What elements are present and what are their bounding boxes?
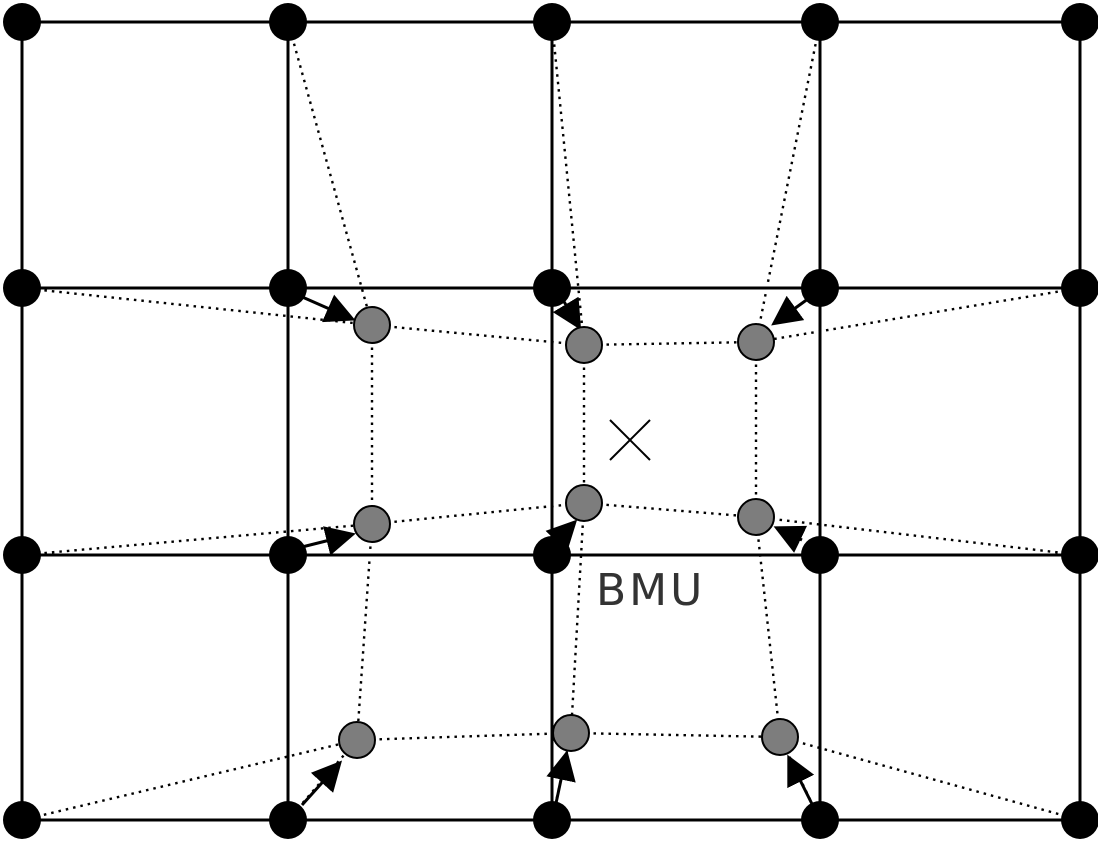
dotted-neighbor-link: [755, 286, 1081, 344]
dotted-neighbor-link: [569, 502, 586, 734]
arrow-icon: [301, 526, 356, 556]
gray-dot-icon: [761, 718, 799, 756]
dotted-neighbor-link: [21, 522, 373, 557]
arrow-icon: [300, 760, 343, 807]
gray-dot-icon: [565, 484, 603, 522]
dotted-neighbor-link: [755, 515, 1081, 557]
black-dot-icon: [1061, 269, 1098, 307]
dotted-neighbor-link: [583, 340, 757, 347]
black-dot-icon: [269, 536, 307, 574]
dotted-neighbor-link: [371, 501, 585, 526]
gray-dot-icon: [565, 326, 603, 364]
black-dot-icon: [533, 536, 571, 574]
gray-dot-icon: [353, 306, 391, 344]
dotted-neighbor-link: [570, 731, 781, 739]
black-dot-icon: [533, 269, 571, 307]
gray-dot-icon: [338, 721, 376, 759]
gray-dot-icon: [737, 323, 775, 361]
movement-arrows: [299, 294, 815, 809]
dotted-neighbor-link: [371, 323, 585, 347]
arrow-icon: [773, 525, 808, 553]
black-dot-icon: [801, 3, 839, 41]
black-dot-icon: [1061, 3, 1098, 41]
dotted-neighbor-link: [583, 501, 757, 519]
dotted-neighbor-link: [550, 21, 586, 346]
arrow-icon: [299, 294, 356, 323]
bmu-label: BMU: [596, 565, 705, 616]
dotted-neighbor-link: [754, 21, 822, 343]
gray-dot-icon: [737, 498, 775, 536]
black-dot-icon: [1061, 801, 1098, 839]
dotted-neighbor-link: [21, 738, 358, 822]
black-dot-icon: [269, 3, 307, 41]
gray-dot-icon: [552, 714, 590, 752]
arrow-icon: [552, 296, 582, 331]
black-dot-icon: [3, 801, 41, 839]
black-dot-icon: [533, 3, 571, 41]
gray-dot-icon: [353, 505, 391, 543]
dotted-neighbor-link: [754, 516, 782, 738]
black-dot-icon: [3, 269, 41, 307]
original-nodes: [3, 3, 1098, 839]
black-dot-icon: [801, 801, 839, 839]
arrow-icon: [787, 754, 815, 805]
black-dot-icon: [801, 536, 839, 574]
dotted-neighbor-link: [355, 523, 374, 741]
updated-nodes: [338, 306, 799, 759]
black-dot-icon: [533, 801, 571, 839]
dotted-neighbor-link: [21, 286, 373, 327]
cross-icon: [609, 419, 651, 461]
black-dot-icon: [1061, 536, 1098, 574]
black-dot-icon: [3, 3, 41, 41]
black-dot-icon: [269, 269, 307, 307]
black-dot-icon: [801, 269, 839, 307]
arrow-icon: [546, 750, 576, 809]
dotted-neighbor-link: [356, 731, 572, 742]
black-dot-icon: [269, 801, 307, 839]
grid-lines: [20, 20, 1082, 822]
black-dot-icon: [3, 536, 41, 574]
